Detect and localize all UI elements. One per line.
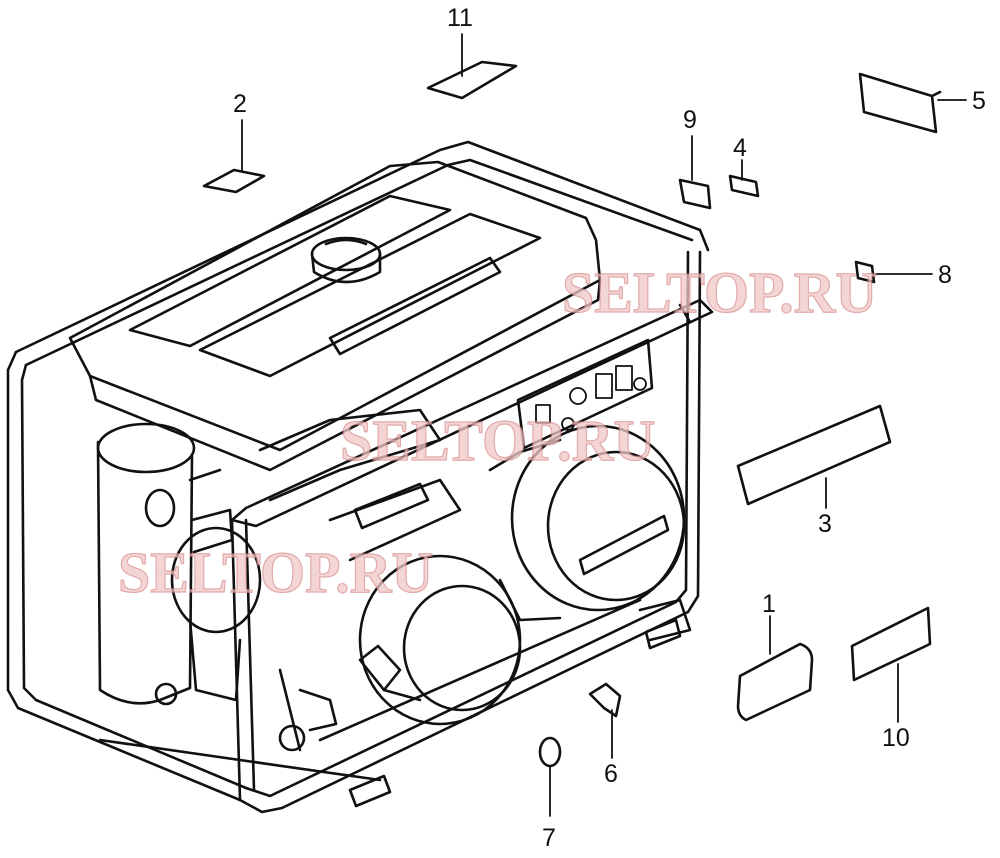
watermark-bottom: SELTOP.RU (118, 540, 433, 605)
watermark-middle: SELTOP.RU (340, 408, 655, 473)
base-mounts (318, 598, 682, 808)
alternator (488, 424, 692, 642)
callout-8: 8 (938, 261, 952, 289)
decal-2-shape (202, 168, 266, 194)
decal-5-shape (858, 72, 942, 134)
callout-6: 6 (604, 760, 618, 788)
callout-11: 11 (447, 4, 473, 32)
callout-10: 10 (882, 724, 910, 752)
decal-4-shape (728, 174, 760, 198)
decal-parts (202, 60, 942, 768)
generator-illustration (6, 140, 714, 814)
callout-9: 9 (683, 106, 697, 134)
callout-numbers: 1 2 3 4 5 6 7 8 9 10 11 (233, 4, 986, 852)
leader-lines (241, 33, 967, 817)
watermark-top: SELTOP.RU (562, 260, 877, 325)
decal-3-shape (736, 404, 892, 506)
recoil-starter (358, 554, 522, 726)
engine (170, 408, 462, 752)
decal-8-shape (854, 260, 876, 284)
muffler (96, 422, 234, 706)
decal-6-shape (588, 682, 622, 718)
decal-9-shape (678, 178, 712, 210)
decal-10-shape (850, 606, 932, 682)
decal-11-shape (426, 60, 518, 100)
control-panel (516, 338, 654, 450)
callout-3: 3 (818, 510, 832, 538)
decal-7-shape (538, 736, 562, 768)
decal-1-shape (736, 642, 814, 722)
watermarks: SELTOP.RU SELTOP.RU SELTOP.RU (117, 259, 878, 605)
callout-4: 4 (733, 134, 747, 162)
callout-5: 5 (972, 87, 986, 115)
callout-7: 7 (542, 824, 556, 852)
callout-2: 2 (233, 90, 247, 118)
fuel-tank (68, 160, 602, 472)
callout-1: 1 (762, 590, 776, 618)
